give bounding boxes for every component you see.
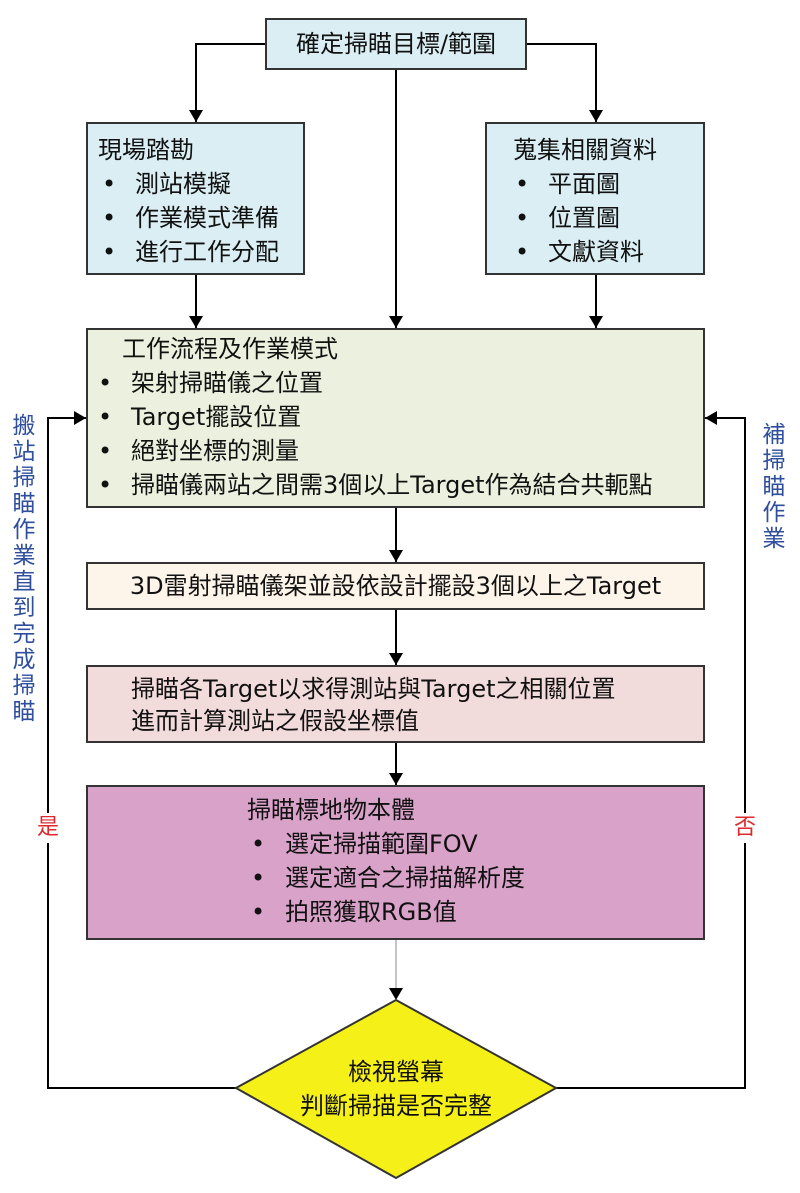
bullet	[102, 235, 116, 269]
list-item: 掃瞄儀兩站之間需3個以上Target作為結合共軛點	[88, 468, 703, 502]
decision-label: 檢視螢幕 判斷掃描是否完整	[236, 1000, 556, 1178]
bullet	[98, 366, 112, 400]
node-scanner-setup: 3D雷射掃瞄儀架並設依設計擺設3個以上之Target	[86, 562, 705, 610]
node-scanner-setup-label: 3D雷射掃瞄儀架並設依設計擺設3個以上之Target	[129, 572, 662, 600]
bullet	[251, 861, 265, 895]
node-scan-object-title: 掃瞄標地物本體	[247, 796, 415, 824]
list-item: 平面圖	[487, 167, 703, 201]
decision-line: 判斷掃描是否完整	[300, 1092, 492, 1120]
loop-yes-note: 搬站掃瞄作業直到完成掃瞄	[8, 413, 34, 725]
list-item-text: 文獻資料	[548, 238, 644, 266]
bullet	[515, 235, 529, 269]
node-site-survey: 現場踏勘 測站模擬 作業模式準備 進行工作分配	[86, 122, 305, 275]
list-item: 選定掃描範圍FOV	[88, 827, 703, 861]
list-item: 架射掃瞄儀之位置	[88, 366, 703, 400]
decision-line: 檢視螢幕	[348, 1058, 444, 1086]
node-scan-targets: 掃瞄各Target以求得測站與Target之相關位置 進而計算測站之假設坐標值	[86, 665, 705, 743]
loop-no-line	[556, 411, 746, 1089]
list-item: 測站模擬	[88, 167, 303, 201]
list-item-text: 平面圖	[548, 170, 620, 198]
list-item: 拍照獲取RGB值	[88, 895, 703, 929]
branch-no-label: 否	[732, 813, 758, 843]
list-item: 作業模式準備	[88, 201, 303, 235]
list-item: 絕對坐標的測量	[88, 434, 703, 468]
bullet	[251, 895, 265, 929]
list-item-text: 選定適合之掃描解析度	[285, 864, 525, 892]
arrow-define-to-collect	[527, 43, 603, 122]
decision-diamond	[233, 998, 559, 1180]
node-define-target-label: 確定掃瞄目標/範圍	[295, 30, 497, 58]
list-item-text: 掃瞄儀兩站之間需3個以上Target作為結合共軛點	[131, 471, 653, 499]
bullet	[515, 201, 529, 235]
list-item: 文獻資料	[487, 235, 703, 269]
arrow-define-to-survey	[189, 43, 265, 122]
bullet	[251, 827, 265, 861]
list-item-text: 作業模式準備	[135, 204, 279, 232]
bullet	[98, 468, 112, 502]
list-item-text: 進行工作分配	[135, 238, 279, 266]
list-item-text: 位置圖	[548, 204, 620, 232]
list-item-text: 拍照獲取RGB值	[285, 898, 457, 926]
node-workflow-title: 工作流程及作業模式	[122, 335, 338, 363]
loop-yes-line	[47, 411, 236, 1089]
list-item: 選定適合之掃描解析度	[88, 861, 703, 895]
bullet	[515, 167, 529, 201]
node-define-target: 確定掃瞄目標/範圍	[265, 18, 527, 70]
node-scan-object: 掃瞄標地物本體 選定掃描範圍FOV 選定適合之掃描解析度 拍照獲取RGB值	[86, 785, 705, 940]
node-site-survey-title: 現場踏勘	[98, 136, 194, 164]
list-item-text: Target擺設位置	[131, 403, 302, 431]
loop-no-note: 補掃瞄作業	[758, 422, 784, 552]
bullet	[98, 434, 112, 468]
node-scan-targets-line: 進而計算測站之假設坐標值	[131, 707, 419, 735]
bullet	[102, 167, 116, 201]
list-item: 進行工作分配	[88, 235, 303, 269]
list-item: Target擺設位置	[88, 400, 703, 434]
node-workflow: 工作流程及作業模式 架射掃瞄儀之位置 Target擺設位置 絕對坐標的測量 掃瞄…	[86, 328, 705, 508]
list-item-text: 架射掃瞄儀之位置	[131, 369, 323, 397]
bullet	[102, 201, 116, 235]
node-collect-data: 蒐集相關資料 平面圖 位置圖 文獻資料	[485, 122, 705, 275]
bullet	[98, 400, 112, 434]
list-item-text: 選定掃描範圍FOV	[285, 830, 478, 858]
list-item-text: 測站模擬	[135, 170, 231, 198]
list-item-text: 絕對坐標的測量	[131, 437, 299, 465]
branch-yes-label: 是	[35, 813, 61, 843]
node-collect-data-title: 蒐集相關資料	[513, 136, 657, 164]
node-scan-targets-line: 掃瞄各Target以求得測站與Target之相關位置	[131, 675, 616, 703]
list-item: 位置圖	[487, 201, 703, 235]
